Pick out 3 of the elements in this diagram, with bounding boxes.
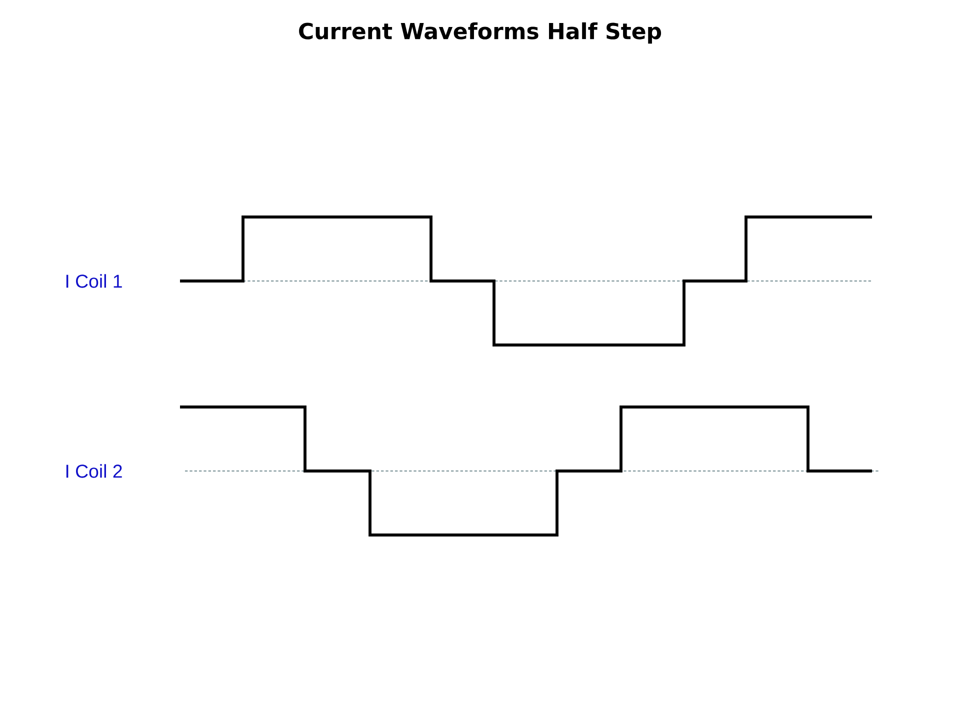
title: Current Waveforms Half Step bbox=[299, 22, 662, 44]
coil-label: I Coil 1 bbox=[66, 274, 122, 288]
coil-label: I Coil 2 bbox=[66, 464, 122, 478]
